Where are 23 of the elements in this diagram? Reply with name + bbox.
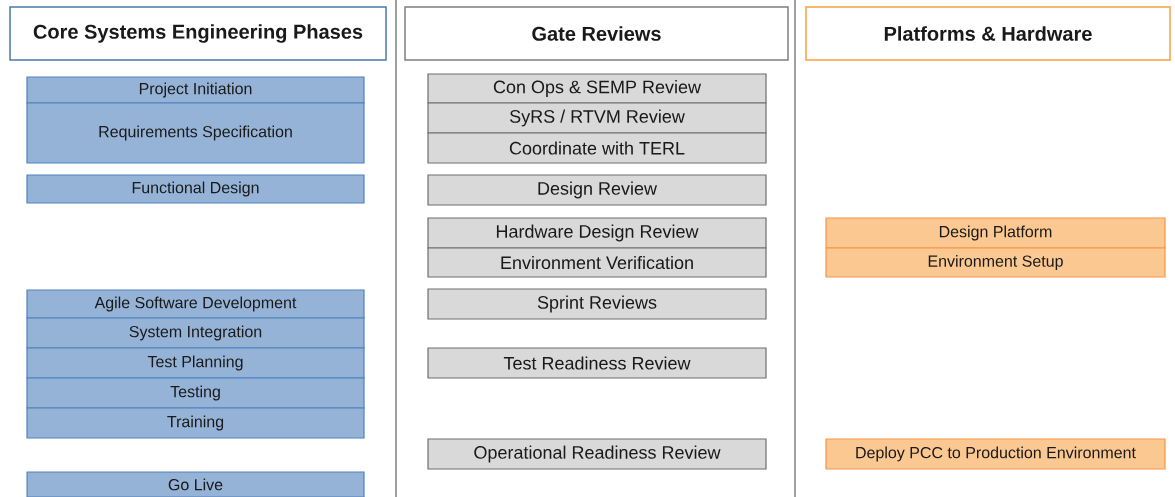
review-box: Hardware Design Review	[427, 217, 767, 249]
phase-box: Functional Design	[26, 174, 365, 204]
review-box: SyRS / RTVM Review	[427, 102, 767, 134]
review-box: Operational Readiness Review	[427, 438, 767, 470]
platform-box: Deploy PCC to Production Environment	[825, 438, 1166, 470]
phase-box: Project Initiation	[26, 76, 365, 104]
platform-box: Design Platform	[825, 217, 1166, 249]
phase-box: System Integration	[26, 317, 365, 349]
platform-box: Environment Setup	[825, 247, 1166, 278]
column-header: Platforms & Hardware	[805, 6, 1171, 61]
review-box: Design Review	[427, 174, 767, 206]
review-box: Con Ops & SEMP Review	[427, 73, 767, 104]
column-header: Core Systems Engineering Phases	[9, 6, 387, 61]
phase-box: Test Planning	[26, 347, 365, 379]
phase-box: Testing	[26, 377, 365, 409]
review-box: Sprint Reviews	[427, 288, 767, 320]
phase-box: Agile Software Development	[26, 289, 365, 319]
review-box: Environment Verification	[427, 247, 767, 278]
review-box: Test Readiness Review	[427, 347, 767, 379]
review-box: Coordinate with TERL	[427, 132, 767, 164]
column-header: Gate Reviews	[404, 6, 789, 61]
phase-box: Training	[26, 407, 365, 439]
phase-box: Go Live	[26, 471, 365, 497]
